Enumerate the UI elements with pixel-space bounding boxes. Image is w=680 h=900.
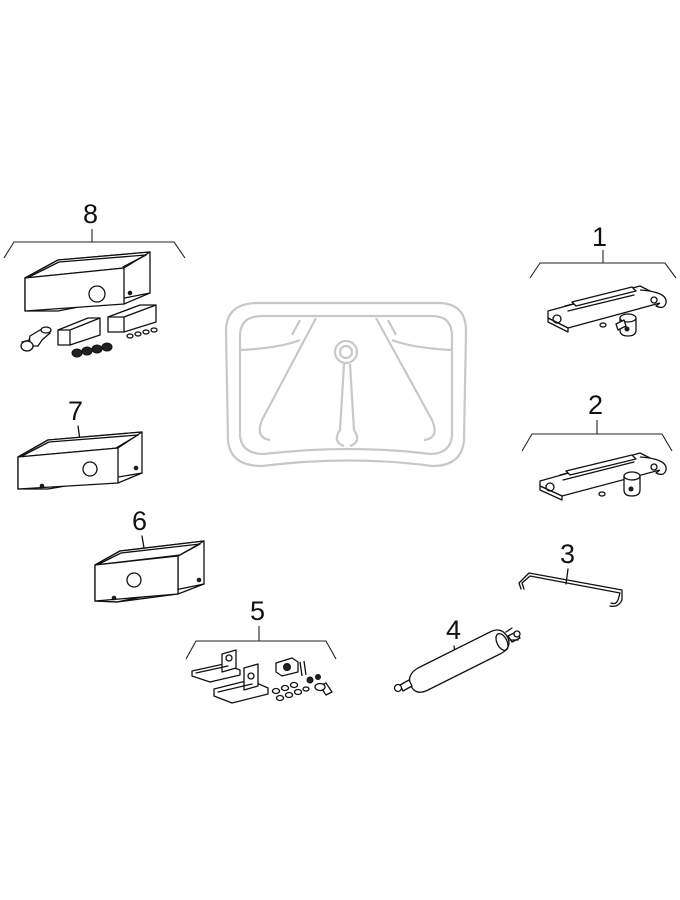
part-3-leader [565, 568, 569, 585]
part-3-label: 3 [560, 539, 575, 569]
part-4-label: 4 [446, 615, 461, 645]
part-5-label: 5 [250, 596, 265, 626]
part-8-label: 8 [83, 199, 98, 229]
part-6-leader [141, 535, 145, 549]
washbasin-outline [224, 301, 468, 468]
part-5-bracket-line [185, 626, 337, 660]
part-8-bracket-line [3, 229, 186, 259]
part-4: 4 [393, 615, 521, 693]
part-2-label: 2 [588, 390, 603, 420]
part-6: 6 [94, 506, 205, 603]
part-1: 1 [529, 222, 677, 337]
part-2-bracket-line [521, 420, 673, 452]
part-2: 2 [521, 390, 673, 501]
part-7-label: 7 [68, 396, 83, 426]
part-5: 5 [185, 596, 337, 704]
part-1-label: 1 [592, 222, 607, 252]
part-8: 8 [3, 199, 186, 358]
part-7: 7 [17, 396, 143, 490]
part-6-label: 6 [132, 506, 147, 536]
part-1-bracket-line [529, 250, 677, 279]
part-3: 3 [518, 539, 623, 608]
